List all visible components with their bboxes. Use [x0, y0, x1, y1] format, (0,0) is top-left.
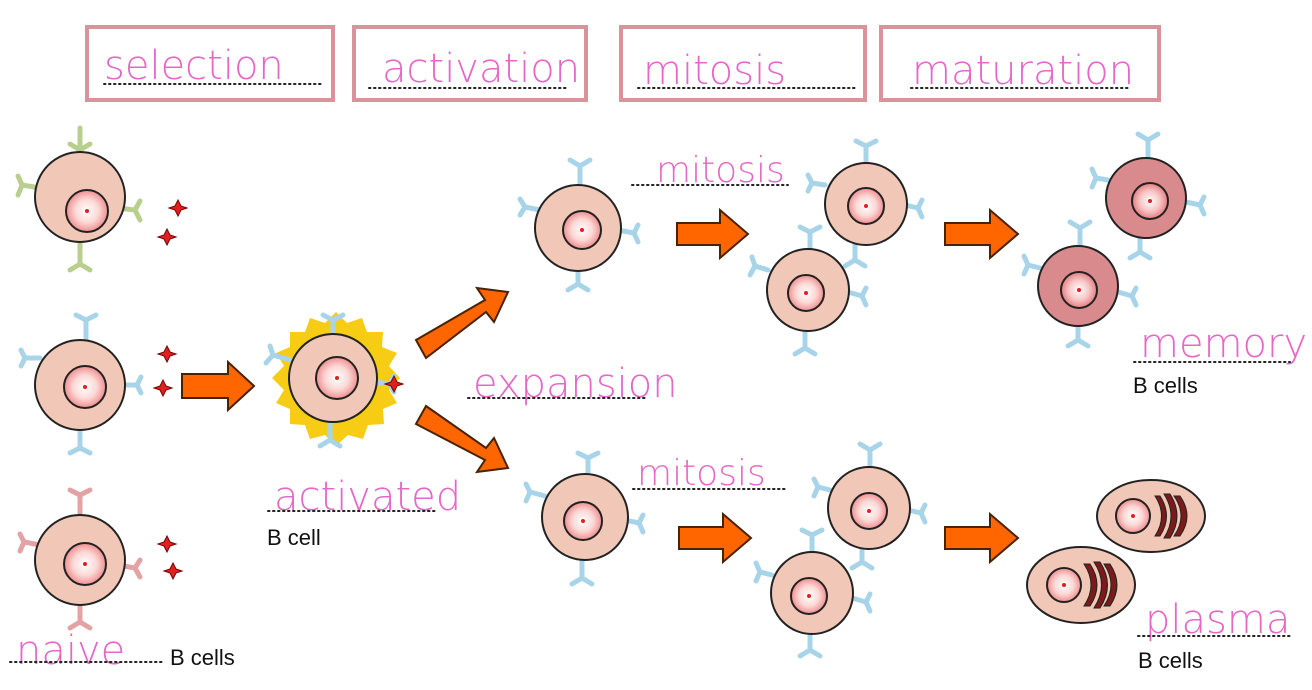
mitosis-top-handwritten: mitosis: [656, 150, 785, 191]
arrow-selection-to-activation: [181, 359, 256, 413]
upper-daughter-cell-2: [747, 224, 869, 357]
arrow-bottom-mitosis: [678, 511, 753, 565]
upper-daughter-cell-1: [805, 138, 925, 269]
memory-cell-1: [1089, 131, 1207, 261]
stage-activation-text: activation: [382, 46, 580, 92]
activated-suffix: B cell: [267, 525, 321, 550]
antigen-group-1: [156, 198, 189, 247]
arrows: [181, 207, 1020, 565]
arrow-top-mitosis: [676, 207, 750, 261]
stage-selection-text: selection: [104, 43, 284, 89]
lower-expansion-cell: [523, 450, 646, 587]
activated-handwritten: activated: [274, 474, 461, 520]
mitosis-bottom-handwritten: mitosis: [637, 453, 766, 494]
plasma-label: plasma B cells: [1137, 597, 1293, 673]
arrow-down-to-expansion: [414, 404, 510, 474]
expansion-label: expansion: [467, 361, 678, 407]
memory-suffix: B cells: [1133, 373, 1198, 398]
stage-box-mitosis: mitosis: [619, 25, 867, 102]
memory-label: memory B cells: [1133, 321, 1307, 398]
stage-maturation-text: maturation: [912, 48, 1134, 94]
stage-mitosis-text: mitosis: [643, 48, 786, 94]
mitosis-bottom-label: mitosis: [632, 453, 789, 494]
naive-cell-pink: [17, 487, 143, 631]
antigen-group-3: [156, 534, 184, 581]
arrow-up-to-expansion: [414, 286, 510, 360]
arrow-bottom-maturation: [944, 511, 1020, 565]
stage-box-maturation: maturation: [879, 25, 1161, 102]
activated-label: activated B cell: [267, 474, 461, 550]
naive-cell-green: [15, 125, 143, 273]
stage-box-selection: selection: [85, 25, 335, 102]
naive-suffix: B cells: [170, 645, 235, 670]
expansion-handwritten: expansion: [473, 361, 678, 407]
antigen-group-2: [152, 344, 178, 398]
activated-cell: [263, 312, 405, 449]
stage-box-activation: activation: [352, 25, 588, 102]
upper-expansion-cell: [517, 157, 641, 293]
plasma-cell-1: [1096, 479, 1206, 553]
lower-daughter-cell-1: [811, 441, 928, 571]
plasma-suffix: B cells: [1138, 648, 1203, 673]
stage-header: selection activation mitosis maturation: [85, 25, 1161, 102]
lower-daughter-cell-2: [753, 527, 873, 659]
mitosis-top-label: mitosis: [631, 150, 789, 191]
naive-handwritten: naive: [16, 628, 125, 674]
memory-handwritten: memory: [1140, 321, 1307, 367]
naive-cell-blue: [18, 312, 144, 456]
arrow-top-maturation: [944, 207, 1020, 261]
plasma-cell-2: [1026, 546, 1136, 624]
memory-cell-2: [1021, 219, 1139, 349]
naive-label: naive B cells: [9, 628, 235, 674]
